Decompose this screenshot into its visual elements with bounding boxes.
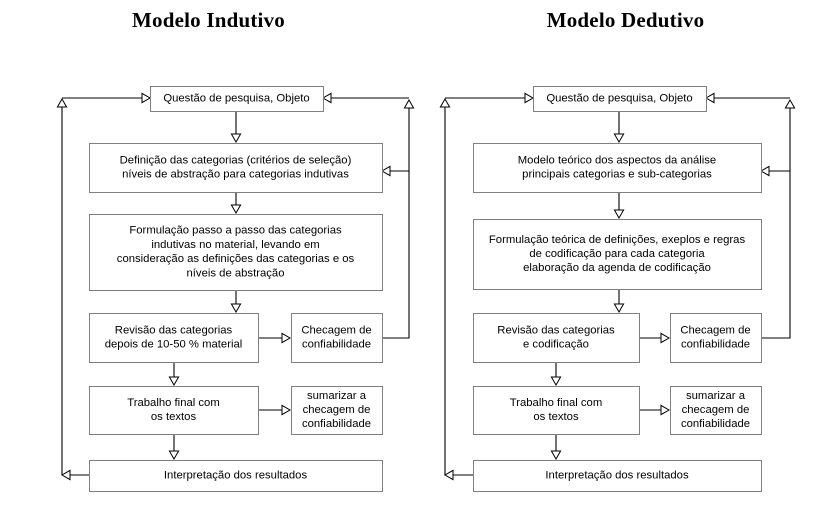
box-revisao-das-categorias-label-line-2: depois de 10-50 % material: [105, 339, 243, 351]
arrow-loop-left-into-questao-arrowhead-icon: [141, 92, 152, 104]
box-sumarizar-a-checagem-label-line-1: sumarizar a: [686, 390, 746, 402]
box-trabalho-final-com-os-textos-label-line-1: Trabalho final com: [510, 397, 603, 409]
box-sumarizar-a-checagem-label-line-3: confiabilidade: [302, 418, 371, 430]
arrow-feedback-into-definicao-arrowhead-icon: [380, 165, 391, 177]
box-checagem-de-confiabilidade-label-line-2: confiabilidade: [302, 339, 371, 351]
arrow-revisao-to-trabalho-final-arrowhead-icon: [168, 376, 180, 387]
panel-modelo-dedutivo: Modelo Dedutivo Questão de pesquisa, Obj…: [417, 0, 834, 510]
connector-layer: [56, 92, 415, 481]
box-checagem-de-confiabilidade[interactable]: Checagem de confiabilidade: [670, 313, 762, 363]
arrow-formulacao-to-revisao-arrowhead-icon: [613, 303, 625, 314]
box-checagem-de-confiabilidade[interactable]: Checagem de confiabilidade: [291, 313, 383, 363]
box-revisao-das-categorias-label-line-1: Revisão das categorias: [497, 324, 615, 336]
box-interpretacao-dos-resultados[interactable]: Interpretação dos resultados: [473, 460, 762, 492]
box-formulacao-teorica-label-line-3: elaboração da agenda de codificação: [523, 262, 711, 274]
box-sumarizar-a-checagem-label-line-2: checagem de: [303, 404, 371, 416]
box-sumarizar-a-checagem-label-line-1: sumarizar a: [307, 390, 367, 402]
arrow-checagem-feedback-to-questao: [761, 104, 791, 339]
box-checagem-de-confiabilidade-label-line-1: Checagem de: [680, 324, 750, 336]
box-interpretacao-dos-resultados-label-line-1: Interpretação dos resultados: [164, 469, 308, 481]
arrow-loop-left-into-questao-arrowhead-icon: [524, 92, 535, 104]
box-questao-de-pesquisa[interactable]: Questão de pesquisa, Objeto: [533, 86, 707, 112]
arrow-trabalho-final-to-sumarizar-arrowhead-icon: [660, 404, 671, 416]
box-formulacao-teorica-label-line-1: Formulação teórica de definições, exeplo…: [489, 234, 746, 246]
panel-title-inductive: Modelo Indutivo: [132, 8, 285, 32]
arrow-revisao-to-checagem-arrowhead-icon: [660, 332, 671, 344]
box-formulacao-passo-a-passo-label-line-1: Formulação passo a passo das categorias: [129, 225, 342, 237]
box-questao-de-pesquisa-label-line-1: Questão de pesquisa, Objeto: [546, 92, 692, 104]
arrow-formulacao-to-revisao-arrowhead-icon: [230, 303, 242, 314]
box-definicao-das-categorias-label-line-2: níveis de abstração para categorias indu…: [122, 169, 349, 181]
arrow-revisao-to-trabalho-final-arrowhead-icon: [550, 376, 562, 387]
box-formulacao-passo-a-passo[interactable]: Formulação passo a passo das categorias i…: [89, 214, 383, 291]
arrow-modelo-teorico-to-formulacao-arrowhead-icon: [613, 209, 625, 220]
box-definicao-das-categorias-label-line-1: Definição das categorias (critérios de s…: [120, 154, 352, 166]
box-revisao-das-categorias[interactable]: Revisão das categorias e codificação: [473, 313, 640, 363]
box-questao-de-pesquisa[interactable]: Questão de pesquisa, Objeto: [150, 86, 324, 112]
box-modelo-teorico[interactable]: Modelo teórico dos aspectos da análise pr…: [473, 143, 762, 193]
box-formulacao-passo-a-passo-label-line-3: consideração as definições das categoria…: [117, 253, 355, 265]
panel-title-deductive: Modelo Dedutivo: [546, 8, 705, 32]
box-checagem-de-confiabilidade-label-line-1: Checagem de: [301, 324, 371, 336]
box-trabalho-final-com-os-textos-label-line-2: os textos: [151, 411, 197, 423]
arrow-questao-to-modelo-teorico-arrowhead-icon: [613, 133, 625, 144]
arrow-feedback-into-questao-arrowhead-icon: [704, 92, 715, 104]
arrow-loop-left-up-to-questao-arrowhead-icon: [439, 97, 451, 108]
box-formulacao-teorica-label-line-2: de codificação para cada categoria: [529, 248, 705, 260]
box-revisao-das-categorias-label-line-1: Revisão das categorias: [115, 324, 233, 336]
box-interpretacao-dos-resultados-label-line-1: Interpretação dos resultados: [545, 469, 689, 481]
box-formulacao-teorica[interactable]: Formulação teórica de definições, exeplo…: [473, 219, 762, 290]
box-trabalho-final-com-os-textos[interactable]: Trabalho final com os textos: [89, 386, 259, 435]
arrow-feedback-into-questao-arrowhead-icon: [321, 92, 332, 104]
box-questao-de-pesquisa-label-line-1: Questão de pesquisa, Objeto: [163, 92, 309, 104]
arrow-revisao-to-checagem-arrowhead-icon: [281, 332, 292, 344]
box-sumarizar-a-checagem-label-line-2: checagem de: [682, 404, 750, 416]
panel-modelo-indutivo: Modelo Indutivo Questão de pesquisa, Obj…: [56, 8, 415, 492]
box-revisao-das-categorias[interactable]: Revisão das categorias depois de 10-50 % …: [89, 313, 259, 363]
box-sumarizar-a-checagem[interactable]: sumarizar a checagem de confiabilidade: [670, 386, 762, 435]
arrow-interpretacao-to-loop-left-arrowhead-icon: [443, 469, 454, 481]
arrow-checagem-feedback-to-questao: [382, 104, 410, 339]
box-modelo-teorico-label-line-1: Modelo teórico dos aspectos da análise: [518, 154, 716, 166]
box-formulacao-passo-a-passo-label-line-2: indutivas no material, levando em: [151, 239, 319, 251]
box-sumarizar-a-checagem-label-line-3: confiabilidade: [681, 418, 750, 430]
arrow-questao-to-definicao-arrowhead-icon: [230, 133, 242, 144]
arrow-trabalho-final-to-interpretacao-arrowhead-icon: [550, 450, 562, 461]
connector-layer: [439, 92, 796, 481]
arrow-loop-left-up-to-questao-arrowhead-icon: [56, 97, 68, 108]
box-formulacao-passo-a-passo-label-line-4: níveis de abstração: [187, 267, 285, 279]
arrow-checagem-feedback-to-questao-arrowhead-icon: [403, 98, 415, 109]
box-definicao-das-categorias[interactable]: Definição das categorias (critérios de s…: [89, 143, 383, 193]
box-sumarizar-a-checagem[interactable]: sumarizar a checagem de confiabilidade: [291, 386, 383, 435]
arrow-definicao-to-formulacao-arrowhead-icon: [230, 204, 242, 215]
arrow-trabalho-final-to-sumarizar-arrowhead-icon: [281, 404, 292, 416]
arrow-feedback-into-modelo-teorico-arrowhead-icon: [759, 165, 770, 177]
box-revisao-das-categorias-label-line-2: e codificação: [523, 339, 589, 351]
box-trabalho-final-com-os-textos-label-line-2: os textos: [533, 411, 579, 423]
arrow-interpretacao-to-loop-left-arrowhead-icon: [60, 469, 71, 481]
box-trabalho-final-com-os-textos-label-line-1: Trabalho final com: [127, 397, 220, 409]
arrow-checagem-feedback-to-questao-arrowhead-icon: [784, 98, 796, 109]
box-modelo-teorico-label-line-2: principais categorias e sub-categorias: [522, 169, 712, 181]
box-trabalho-final-com-os-textos[interactable]: Trabalho final com os textos: [473, 386, 640, 435]
box-interpretacao-dos-resultados[interactable]: Interpretação dos resultados: [89, 460, 383, 492]
box-checagem-de-confiabilidade-label-line-2: confiabilidade: [681, 339, 750, 351]
arrow-trabalho-final-to-interpretacao-arrowhead-icon: [168, 450, 180, 461]
